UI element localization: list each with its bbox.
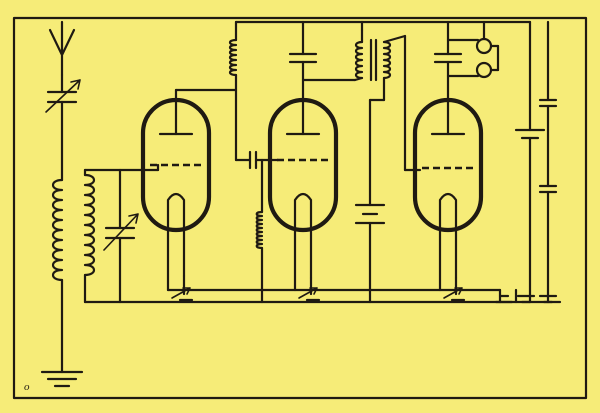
rheostat bbox=[171, 274, 194, 302]
inductor bbox=[228, 20, 252, 162]
antenna bbox=[48, 20, 76, 77]
rheostat bbox=[443, 276, 466, 302]
outer-frame bbox=[12, 16, 588, 400]
vacuum-tube-2 bbox=[267, 97, 339, 233]
vacuum-tube-3 bbox=[412, 97, 484, 233]
tuning-capacitor bbox=[103, 168, 139, 304]
grid-leak-resistor bbox=[255, 158, 264, 304]
vacuum-tube-1 bbox=[140, 97, 212, 233]
grid-capacitor bbox=[248, 150, 280, 170]
rheostat bbox=[298, 276, 321, 302]
headphones bbox=[446, 20, 500, 79]
plate-capacitor-tube3 bbox=[433, 20, 463, 64]
interstage-transformer bbox=[301, 20, 422, 207]
plate-bypass-capacitor bbox=[288, 20, 318, 64]
battery bbox=[514, 20, 558, 304]
variable-capacitor bbox=[45, 73, 81, 182]
grid-bias-battery bbox=[354, 203, 386, 304]
filament-battery bbox=[494, 294, 558, 304]
coupling-transformer bbox=[51, 168, 160, 374]
ground bbox=[40, 370, 84, 388]
corner-label: o bbox=[24, 381, 30, 393]
